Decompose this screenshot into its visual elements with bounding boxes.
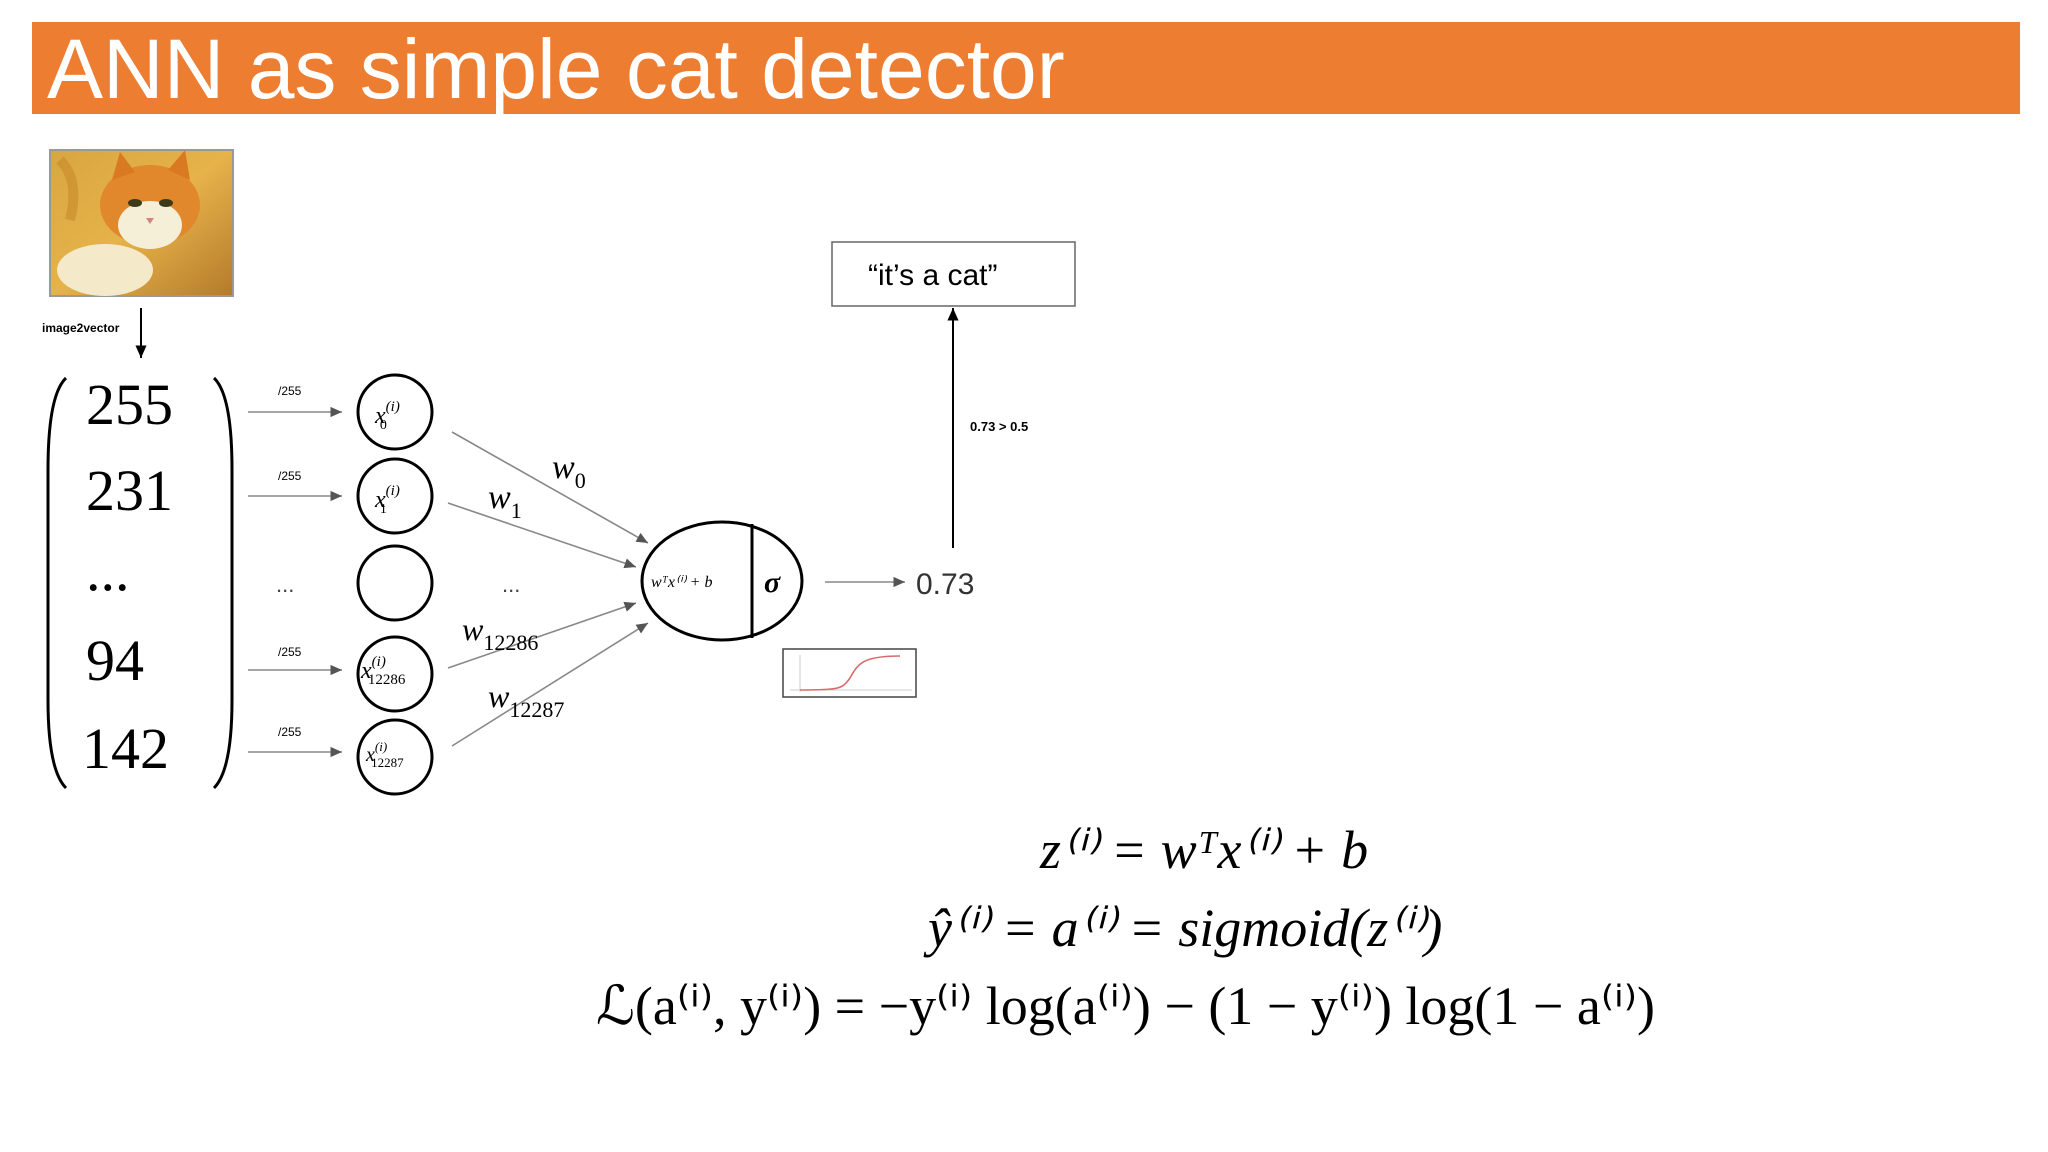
input-node [356,635,434,713]
vector-value: 231 [86,458,173,523]
weight-label: w12286 [462,611,538,655]
slide-title: ANN as simple cat detector [47,22,1065,116]
weight-label: w0 [552,449,586,493]
scale-ellipsis: ... [276,572,294,597]
weight-edge [451,431,649,544]
equation-z: z⁽ⁱ⁾ = wᵀx⁽ⁱ⁾ + b [1040,820,1369,880]
weights-ellipsis: ... [502,572,520,597]
prediction-label: “it’s a cat” [868,259,997,292]
scale-label: /255 [278,469,302,483]
neuron: wᵀx⁽ⁱ⁾ + b σ [640,520,804,642]
input-node-label: x(i)12287 [365,739,404,770]
input-node-label: x(i)1 [374,483,400,517]
threshold-label: 0.73 > 0.5 [970,419,1028,434]
weight-label: w12287 [488,678,564,722]
input-node [356,544,434,622]
input-node [356,373,434,451]
vector-value: 142 [82,716,169,781]
weight-edge [451,622,649,747]
input-node-label: x(i)0 [374,399,400,433]
vector-value: 255 [86,372,173,437]
image2vector-label: image2vector [42,321,120,335]
neuron-linear-label: wᵀx⁽ⁱ⁾ + b [651,574,712,591]
sigma-symbol: σ [764,566,781,599]
vector-value: ... [86,538,130,603]
scale-label: /255 [278,725,302,739]
vector-right-bracket [212,376,234,790]
equation-yhat: ŷ⁽ⁱ⁾ = a⁽ⁱ⁾ = sigmoid(z⁽ⁱ⁾) [928,898,1443,958]
scale-label: /255 [278,645,302,659]
input-node [356,457,434,535]
weight-edge [447,601,637,669]
vector-value: 94 [86,628,144,693]
output-value: 0.73 [916,568,974,601]
weight-edge [447,502,637,569]
sigmoid-curve-plot [782,648,917,698]
input-node-label: x(i)12286 [360,654,406,688]
cat-photo [49,149,234,297]
weight-label: w1 [488,479,522,523]
title-bar: ANN as simple cat detector [32,22,2020,116]
vector-left-bracket [46,376,68,790]
input-node [356,718,434,796]
equation-loss: ℒ(a⁽ⁱ⁾, y⁽ⁱ⁾) = −y⁽ⁱ⁾ log(a⁽ⁱ⁾) − (1 − y… [596,976,1655,1036]
prediction-box [831,241,1076,307]
scale-label: /255 [278,384,302,398]
